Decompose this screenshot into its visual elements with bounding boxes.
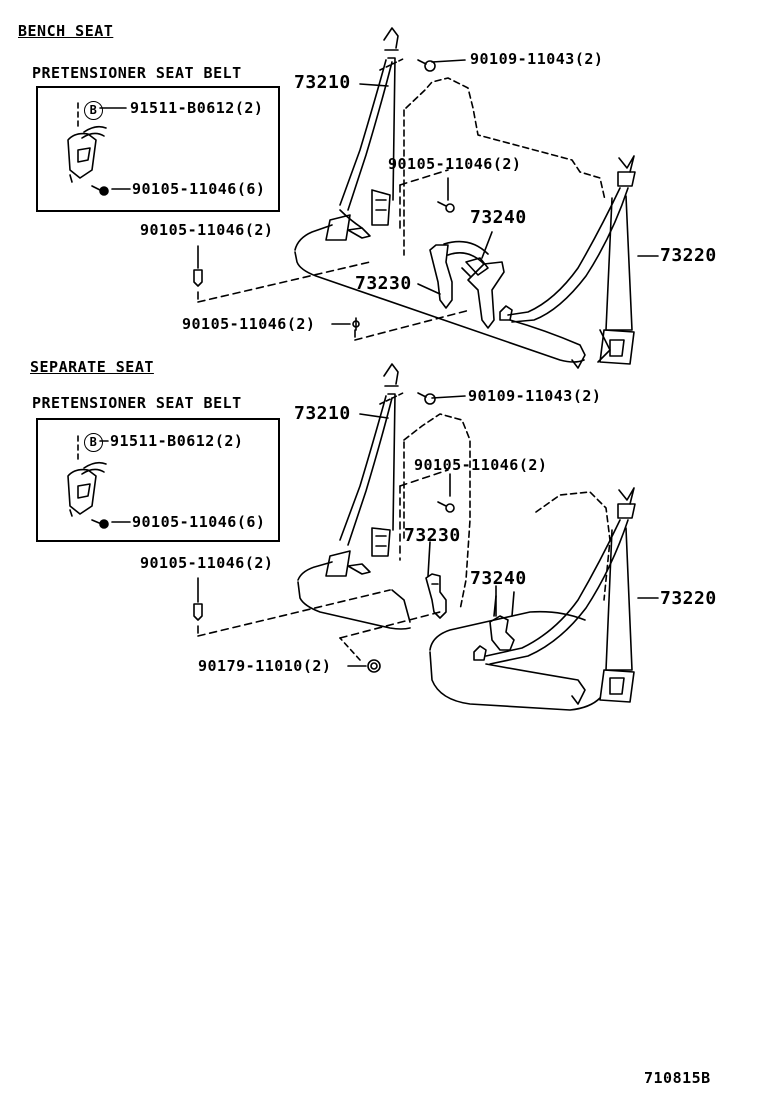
bench-pretensioner-box bbox=[36, 86, 280, 212]
callout-90109-11043: 90109-11043(2) bbox=[468, 387, 602, 405]
circle-b-marker: B bbox=[84, 433, 103, 452]
separate-screw-icons bbox=[193, 392, 455, 673]
callout-73230: 73230 bbox=[404, 525, 461, 546]
bench-right-belt bbox=[499, 155, 636, 369]
callout-90109-11043: 90109-11043(2) bbox=[470, 50, 604, 68]
callout-90105-11046-left: 90105-11046(2) bbox=[140, 554, 274, 572]
separate-buckle-73230 bbox=[425, 573, 447, 619]
callout-73220: 73220 bbox=[660, 588, 717, 609]
callout-90179-11010: 90179-11010(2) bbox=[198, 657, 332, 675]
callout-90105-11046-left: 90105-11046(2) bbox=[140, 221, 274, 239]
bench-seat-title: BENCH SEAT bbox=[18, 22, 114, 40]
bench-seat-back bbox=[403, 77, 606, 256]
callout-73210: 73210 bbox=[294, 72, 351, 93]
screw-icon bbox=[99, 186, 109, 196]
callout-91511-b0612: 91511-B0612(2) bbox=[110, 432, 244, 450]
callout-90105-11046-box: 90105-11046(6) bbox=[132, 513, 266, 531]
pretensioner-detail-bench bbox=[67, 102, 131, 193]
separate-leader-lines bbox=[197, 395, 659, 667]
bench-center-buckles bbox=[429, 240, 505, 329]
bench-mount-lines bbox=[197, 57, 471, 341]
figure-code: 710815B bbox=[644, 1069, 711, 1087]
callout-73210: 73210 bbox=[294, 403, 351, 424]
screw-icon bbox=[99, 519, 109, 529]
bench-leader-lines bbox=[197, 59, 659, 325]
separate-front-belt-left bbox=[325, 363, 399, 577]
separate-seat-illustration bbox=[67, 363, 636, 711]
bench-front-belt-left bbox=[325, 27, 399, 241]
callout-73240: 73240 bbox=[470, 207, 527, 228]
separate-driver-seat-cushion bbox=[297, 561, 411, 630]
callout-90105-11046-upper: 90105-11046(2) bbox=[414, 456, 548, 474]
callout-90105-11046-bottom: 90105-11046(2) bbox=[182, 315, 316, 333]
bench-pretensioner-title: PRETENSIONER SEAT BELT bbox=[32, 64, 242, 82]
separate-mount-lines bbox=[197, 391, 449, 661]
bench-screw-icons bbox=[193, 59, 455, 331]
bench-seat-illustration bbox=[67, 27, 636, 369]
callout-73230: 73230 bbox=[355, 273, 412, 294]
separate-passenger-seat bbox=[429, 491, 611, 711]
circle-b-marker: B bbox=[84, 101, 103, 120]
callout-73240: 73240 bbox=[470, 568, 527, 589]
separate-pretensioner-title: PRETENSIONER SEAT BELT bbox=[32, 394, 242, 412]
separate-pretensioner-box bbox=[36, 418, 280, 542]
separate-driver-seat-back bbox=[403, 413, 471, 611]
separate-seat-title: SEPARATE SEAT bbox=[30, 358, 154, 376]
separate-right-belt bbox=[473, 487, 636, 705]
callout-73220: 73220 bbox=[660, 245, 717, 266]
callout-91511-b0612: 91511-B0612(2) bbox=[130, 99, 264, 117]
callout-90105-11046-box: 90105-11046(6) bbox=[132, 180, 266, 198]
callout-90105-11046-upper: 90105-11046(2) bbox=[388, 155, 522, 173]
